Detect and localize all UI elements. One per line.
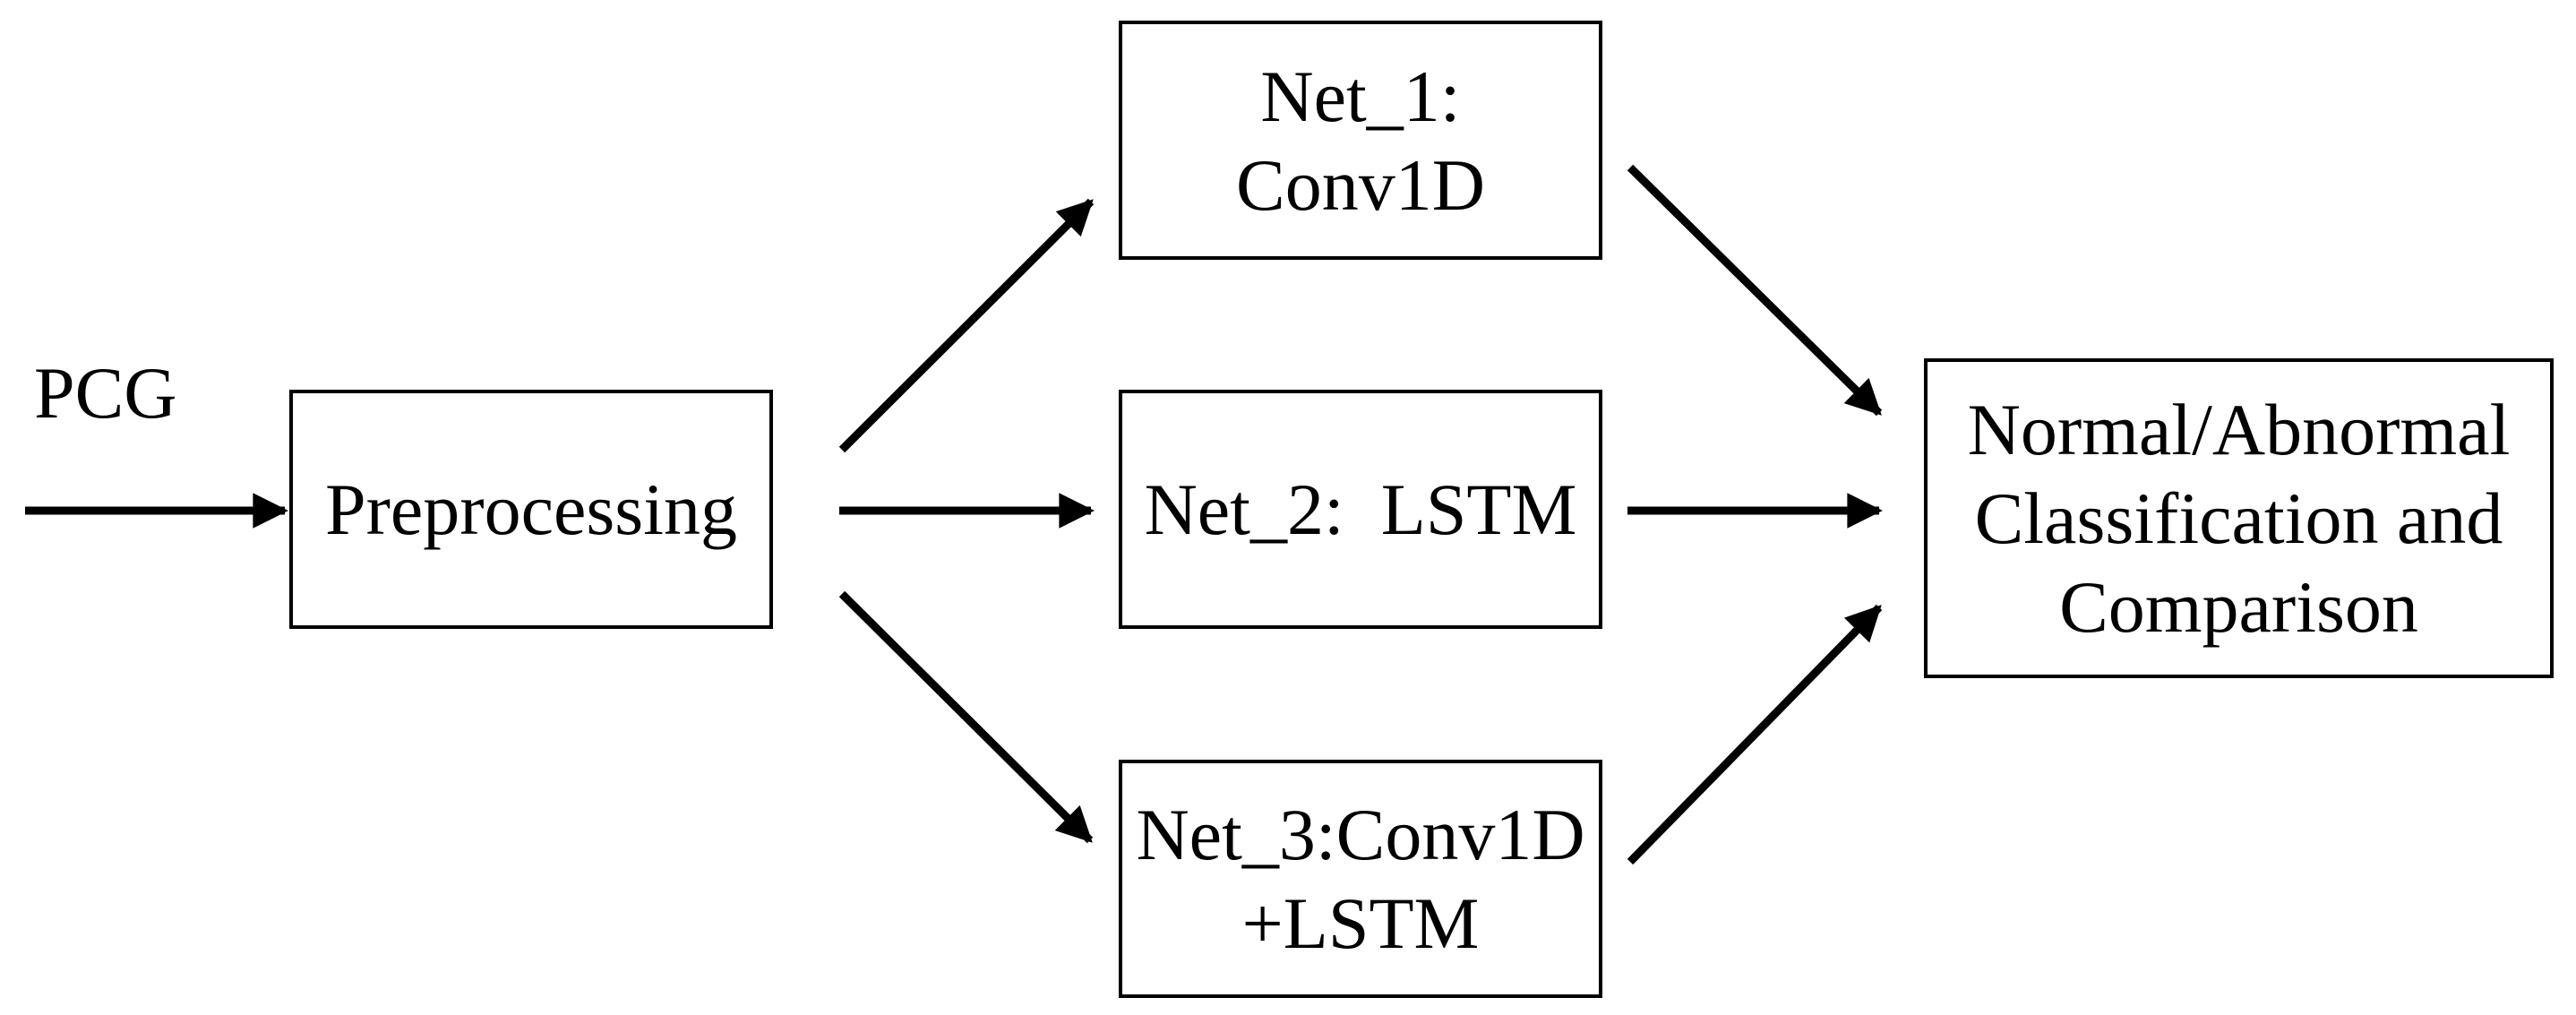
node-net2: Net_2: LSTM	[1119, 390, 1602, 629]
node-net2-label: Net_2: LSTM	[1144, 469, 1577, 550]
node-output-label-line1: Normal/Abnormal	[1967, 389, 2511, 470]
node-output: Normal/Abnormal Classification and Compa…	[1924, 358, 2554, 678]
pcg-input-label: PCG	[34, 352, 177, 434]
arrow-preprocessing-to-net3	[838, 590, 1094, 844]
node-output-label-line2: Classification and	[1974, 477, 2503, 559]
node-output-label-line3: Comparison	[2059, 566, 2418, 648]
node-preprocessing-label: Preprocessing	[324, 469, 737, 550]
arrow-net3-to-output	[1627, 604, 1883, 865]
arrow-net1-to-output	[1627, 164, 1883, 417]
node-preprocessing: Preprocessing	[289, 390, 773, 629]
node-net3-label-line1: Net_3:Conv1D	[1136, 794, 1585, 875]
node-net1-label-line2: Conv1D	[1236, 143, 1485, 226]
node-net3: Net_3:Conv1D +LSTM	[1119, 760, 1602, 998]
arrow-preprocessing-to-net1	[838, 198, 1095, 453]
node-net1-label-line1: Net_1:	[1260, 55, 1461, 137]
node-net3-label-line2: +LSTM	[1241, 882, 1480, 964]
node-net1: Net_1: Conv1D	[1119, 21, 1602, 260]
